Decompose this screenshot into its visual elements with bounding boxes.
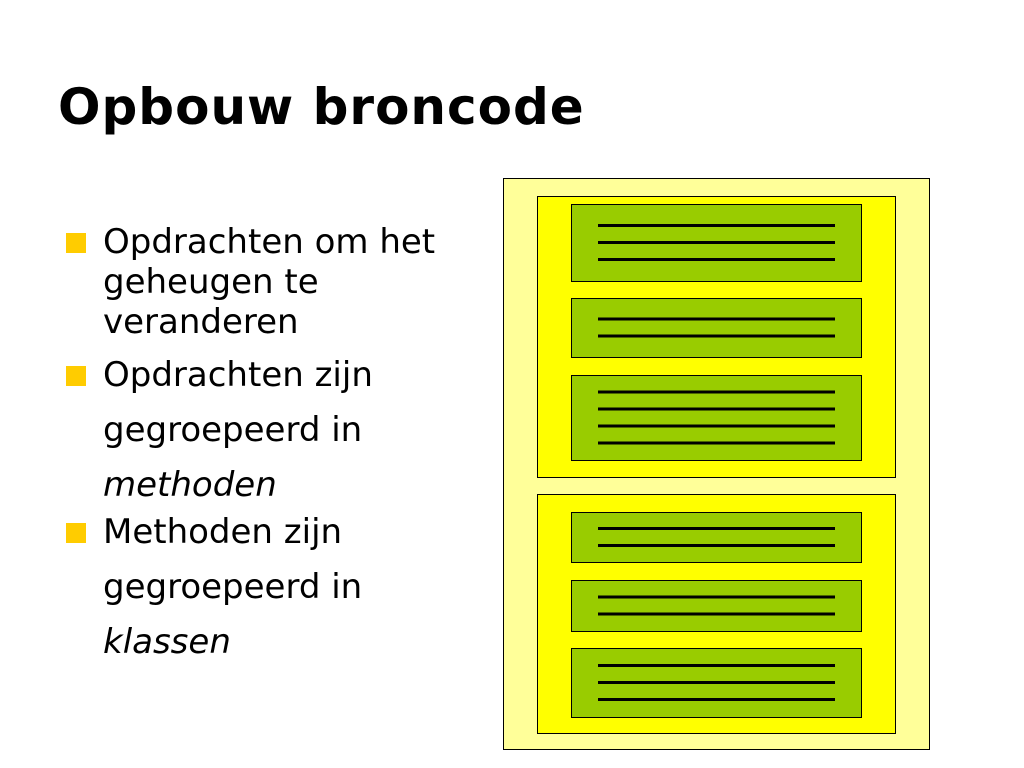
bullet-text: Opdrachten zijn gegroepeerd in bbox=[103, 355, 373, 450]
bullet-text: Opdrachten om het geheugen te veranderen bbox=[103, 222, 436, 342]
method-box bbox=[571, 298, 862, 358]
slide-title: Opbouw broncode bbox=[58, 78, 585, 136]
bullet-emphasis: methoden bbox=[103, 465, 277, 505]
bullet-item-statements: Opdrachten om het geheugen te veranderen bbox=[66, 222, 446, 342]
bullet-text: Methoden zijn gegroepeerd in bbox=[103, 512, 363, 607]
bullet-item-classes: Methoden zijn gegroepeerd in klassen bbox=[66, 505, 446, 670]
bullet-item-methods: Opdrachten zijn gegroepeerd in methoden bbox=[66, 348, 446, 513]
bullet-square-icon bbox=[66, 366, 86, 386]
bullet-list: Opdrachten om het geheugen te veranderen… bbox=[66, 222, 446, 670]
bullet-square-icon bbox=[66, 233, 86, 253]
diagram-canvas bbox=[503, 178, 930, 750]
method-box bbox=[571, 580, 862, 632]
method-box bbox=[571, 375, 862, 461]
bullet-square-icon bbox=[66, 523, 86, 543]
bullet-emphasis: klassen bbox=[103, 622, 231, 662]
method-box bbox=[571, 512, 862, 563]
source-structure-diagram bbox=[503, 178, 930, 750]
